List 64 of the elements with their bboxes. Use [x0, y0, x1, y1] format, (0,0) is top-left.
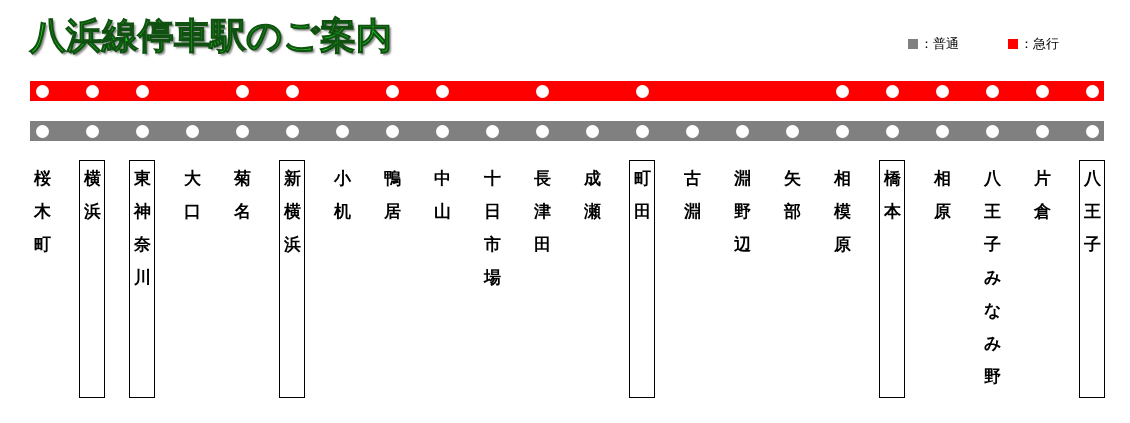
stop-dot [236, 124, 249, 138]
stop-dot [586, 124, 599, 138]
stop-dot [86, 84, 99, 98]
station-name: 相模原 [833, 162, 851, 261]
station-name-box: 横浜 [79, 160, 105, 398]
station-name-box: 町田 [629, 160, 655, 398]
station-name: 淵野辺 [733, 162, 751, 261]
station-name: 成瀬 [583, 162, 601, 228]
stop-dot [536, 84, 549, 98]
stop-dot [386, 124, 399, 138]
stop-dot [336, 124, 349, 138]
stop-dot [786, 124, 799, 138]
stop-dot [636, 84, 649, 98]
stop-dot [386, 84, 399, 98]
stop-dot [636, 124, 649, 138]
stop-dot [86, 124, 99, 138]
line-band [30, 81, 1104, 101]
stop-dot [936, 84, 949, 98]
stop-dot [986, 84, 999, 98]
stop-dot [686, 124, 699, 138]
station-name: 鴨居 [383, 162, 401, 228]
stop-dot [1086, 84, 1099, 98]
stop-dot [886, 124, 899, 138]
stop-dot [136, 124, 149, 138]
station-name-box: 橋本 [879, 160, 905, 398]
stop-dot [736, 124, 749, 138]
stop-dot [836, 124, 849, 138]
stop-dot [836, 84, 849, 98]
stop-dot [986, 124, 999, 138]
title: 八浜線停車駅のご案内 [30, 14, 392, 58]
stop-dot [436, 124, 449, 138]
stop-dot [36, 124, 49, 138]
stop-dot [136, 84, 149, 98]
stop-dot [486, 124, 499, 138]
station-name: 長津田 [533, 162, 551, 261]
station-name: 片倉 [1033, 162, 1051, 228]
stop-dot [536, 124, 549, 138]
line-band [30, 121, 1104, 141]
stop-dot [1036, 124, 1049, 138]
stop-dot [286, 84, 299, 98]
stop-dot [186, 124, 199, 138]
stop-dot [36, 84, 49, 98]
stop-dot [936, 124, 949, 138]
station-name-box: 東神奈川 [129, 160, 155, 398]
station-name: 桜木町 [33, 162, 51, 261]
station-name: 十日市場 [483, 162, 501, 294]
stop-dot [1036, 84, 1049, 98]
station-name-box: 八王子 [1079, 160, 1105, 398]
legend-label: ：急行 [1020, 35, 1059, 53]
stop-dot [436, 84, 449, 98]
stop-dot [1086, 124, 1099, 138]
station-name: 相原 [933, 162, 951, 228]
station-name: 中山 [433, 162, 451, 228]
station-name-box: 新横浜 [279, 160, 305, 398]
station-name: 小机 [333, 162, 351, 228]
legend-label: ：普通 [920, 35, 959, 53]
stop-dot [236, 84, 249, 98]
stop-dot [886, 84, 899, 98]
stop-dot [286, 124, 299, 138]
station-name: 大口 [183, 162, 201, 228]
station-name: 八王子みなみ野 [983, 162, 1001, 393]
station-name: 矢部 [783, 162, 801, 228]
station-name: 菊名 [233, 162, 251, 228]
station-name: 古淵 [683, 162, 701, 228]
